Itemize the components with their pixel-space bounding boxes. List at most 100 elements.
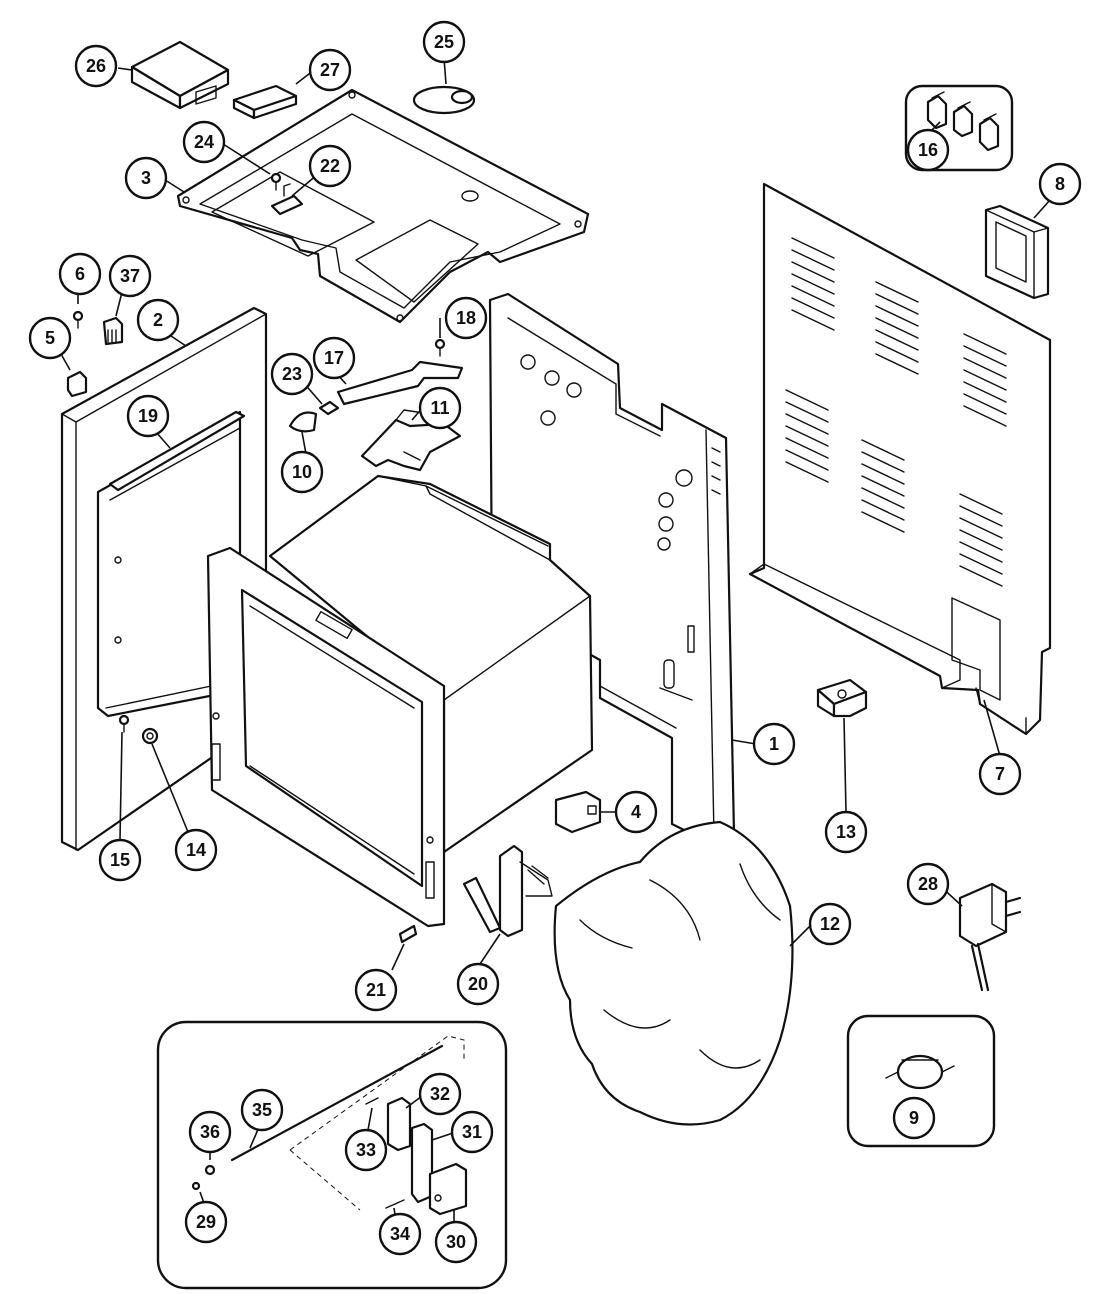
part-37-shape bbox=[102, 316, 124, 346]
part-12-shape bbox=[553, 820, 794, 1126]
callout-label: 30 bbox=[446, 1232, 466, 1252]
callout-7: 7 bbox=[978, 752, 1022, 796]
callout-label: 8 bbox=[1055, 174, 1065, 194]
callout-9: 9 bbox=[892, 1096, 936, 1140]
callout-8: 8 bbox=[1038, 162, 1082, 206]
callout-label: 34 bbox=[390, 1224, 410, 1244]
callout-label: 5 bbox=[45, 328, 55, 348]
callout-label: 1 bbox=[769, 734, 779, 754]
callout-label: 6 bbox=[75, 264, 85, 284]
callout-21: 21 bbox=[354, 968, 398, 1012]
callout-2: 2 bbox=[136, 298, 180, 342]
callout-label: 29 bbox=[196, 1212, 216, 1232]
callout-label: 23 bbox=[282, 364, 302, 384]
part-27-shape bbox=[232, 84, 298, 120]
callout-label: 26 bbox=[86, 56, 106, 76]
callout-11: 11 bbox=[418, 386, 462, 430]
callout-19: 19 bbox=[126, 394, 170, 438]
part-15-shape bbox=[118, 714, 130, 733]
part-9-inset bbox=[846, 1014, 996, 1148]
callout-label: 14 bbox=[186, 840, 206, 860]
callout-25: 25 bbox=[422, 20, 466, 64]
callout-label: 10 bbox=[292, 462, 312, 482]
callout-32: 32 bbox=[418, 1072, 462, 1116]
parts-inset-29-36 bbox=[156, 1020, 508, 1290]
part-17-shape bbox=[336, 360, 464, 406]
callout-label: 13 bbox=[836, 822, 856, 842]
part-10-shape bbox=[288, 411, 318, 433]
callout-label: 27 bbox=[320, 60, 340, 80]
callout-label: 19 bbox=[138, 406, 158, 426]
callout-label: 37 bbox=[120, 266, 140, 286]
callout-29: 29 bbox=[184, 1200, 228, 1244]
callout-label: 9 bbox=[909, 1108, 919, 1128]
callout-label: 3 bbox=[141, 168, 151, 188]
part-24-shape bbox=[270, 172, 282, 191]
callout-4: 4 bbox=[614, 790, 658, 834]
callout-12: 12 bbox=[808, 902, 852, 946]
callout-14: 14 bbox=[174, 828, 218, 872]
callout-36: 36 bbox=[188, 1110, 232, 1154]
callout-3: 3 bbox=[124, 156, 168, 200]
callout-16: 16 bbox=[906, 128, 950, 172]
part-21-shape bbox=[398, 924, 418, 944]
part-8-shape bbox=[984, 204, 1050, 300]
part-28-shape bbox=[958, 882, 1022, 992]
callout-label: 35 bbox=[252, 1100, 272, 1120]
part-13-shape bbox=[816, 678, 868, 718]
callout-30: 30 bbox=[434, 1220, 478, 1264]
part-1-shape bbox=[488, 292, 736, 848]
callout-label: 24 bbox=[194, 132, 214, 152]
part-20-shape bbox=[462, 844, 553, 938]
callout-34: 34 bbox=[378, 1212, 422, 1256]
callout-6: 6 bbox=[58, 252, 102, 296]
callout-33: 33 bbox=[344, 1128, 388, 1172]
callout-23: 23 bbox=[270, 352, 314, 396]
callout-18: 18 bbox=[444, 296, 488, 340]
oven-liner-shape bbox=[206, 474, 594, 928]
callout-37: 37 bbox=[108, 254, 152, 298]
callout-label: 18 bbox=[456, 308, 476, 328]
callout-label: 7 bbox=[995, 764, 1005, 784]
callout-label: 12 bbox=[820, 914, 840, 934]
part-14-shape bbox=[141, 727, 159, 745]
part-7-shape bbox=[748, 182, 1052, 736]
callout-label: 17 bbox=[324, 348, 344, 368]
callout-label: 11 bbox=[430, 398, 449, 418]
callout-28: 28 bbox=[906, 862, 950, 906]
callout-20: 20 bbox=[456, 962, 500, 1006]
callout-label: 2 bbox=[153, 310, 163, 330]
callout-label: 33 bbox=[356, 1140, 376, 1160]
callout-label: 21 bbox=[366, 980, 386, 1000]
callout-label: 31 bbox=[462, 1122, 482, 1142]
part-25-shape bbox=[412, 85, 476, 115]
callout-35: 35 bbox=[240, 1088, 284, 1132]
callout-label: 15 bbox=[110, 850, 130, 870]
part-26-shape bbox=[130, 40, 230, 110]
callout-label: 32 bbox=[430, 1084, 450, 1104]
callout-15: 15 bbox=[98, 838, 142, 882]
part-5-shape bbox=[66, 370, 88, 398]
part-19-shape bbox=[108, 410, 246, 492]
callout-label: 22 bbox=[320, 156, 340, 176]
callout-24: 24 bbox=[182, 120, 226, 164]
callout-1: 1 bbox=[752, 722, 796, 766]
callout-17: 17 bbox=[312, 336, 356, 380]
callout-label: 28 bbox=[918, 874, 938, 894]
callout-label: 20 bbox=[468, 974, 488, 994]
callout-13: 13 bbox=[824, 810, 868, 854]
callout-label: 16 bbox=[918, 140, 938, 160]
callout-22: 22 bbox=[308, 144, 352, 188]
callout-10: 10 bbox=[280, 450, 324, 494]
callout-label: 36 bbox=[200, 1122, 220, 1142]
callout-label: 4 bbox=[631, 802, 641, 822]
part-18-shape bbox=[434, 338, 446, 357]
part-6-shape bbox=[72, 310, 84, 329]
part-23-shape bbox=[318, 400, 340, 416]
part-22-shape bbox=[270, 183, 304, 216]
callout-31: 31 bbox=[450, 1110, 494, 1154]
callout-26: 26 bbox=[74, 44, 118, 88]
callout-label: 25 bbox=[434, 32, 454, 52]
callout-5: 5 bbox=[28, 316, 72, 360]
